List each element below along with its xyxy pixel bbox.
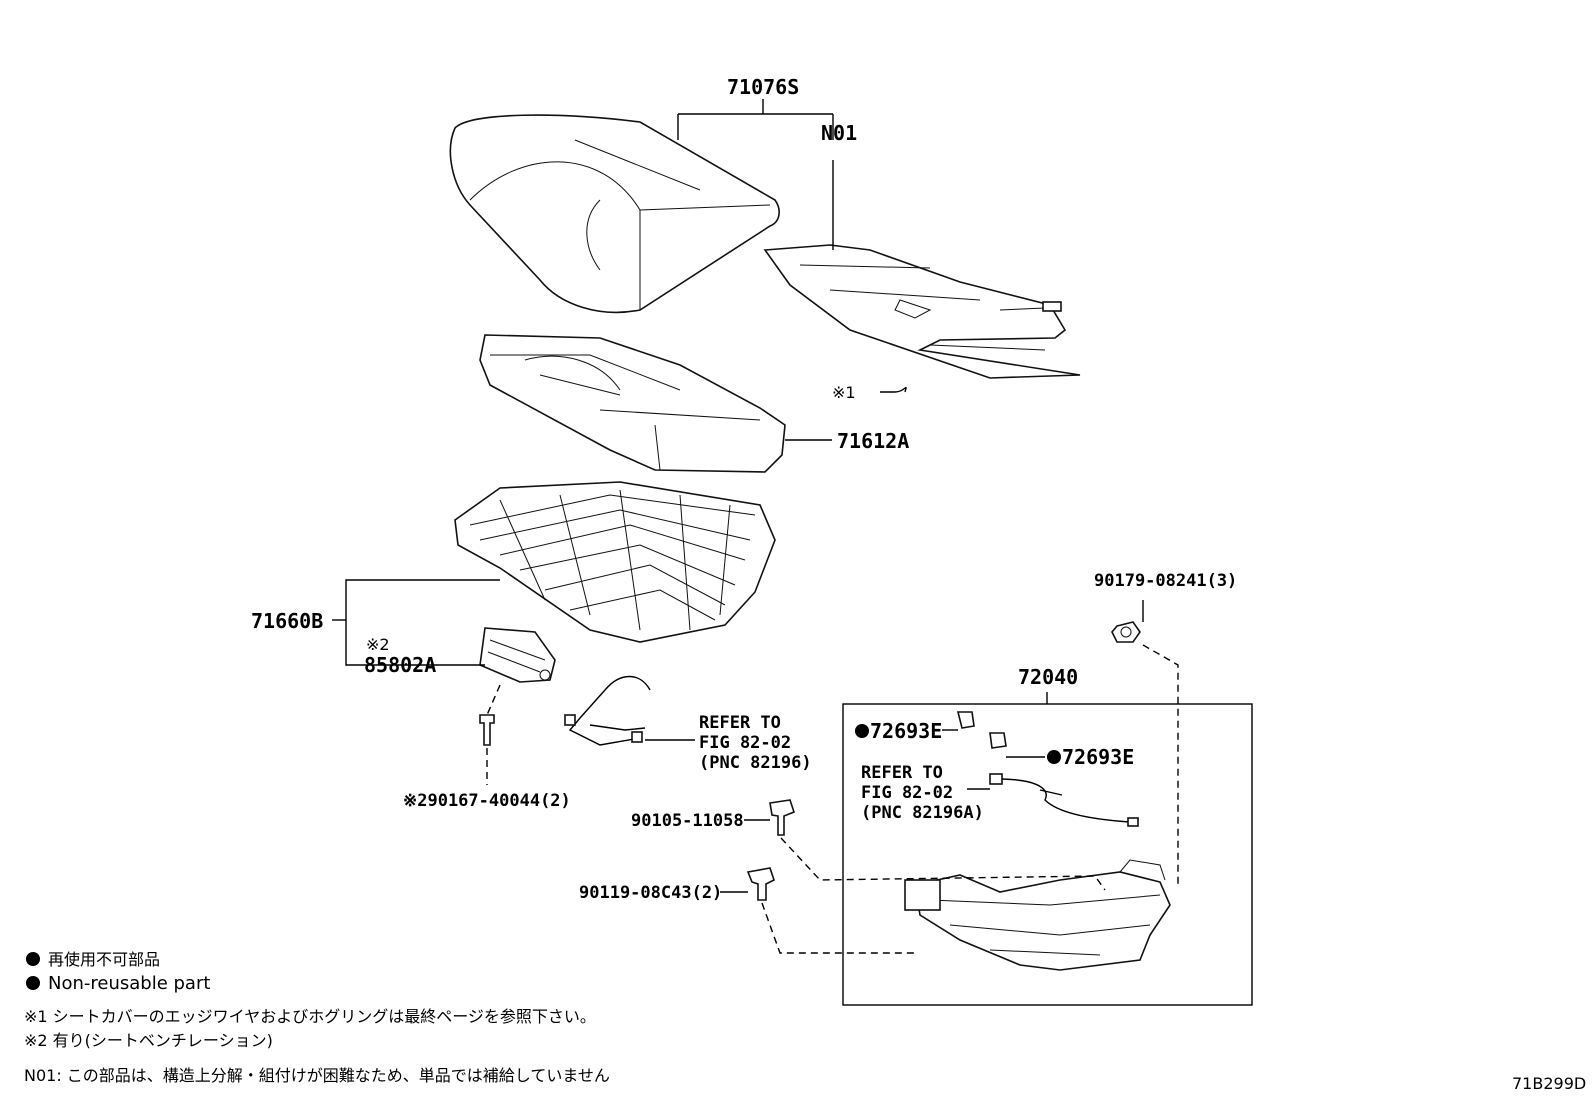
legend: 再使用不可部品 Non-reusable part ※1 シートカバーのエッジワ…	[24, 950, 610, 1085]
label-71660B: 71660B	[251, 609, 323, 633]
clip-72693E-b-illustration	[989, 732, 1007, 749]
label-90105-11058: 90105-11058	[631, 811, 744, 831]
cushion-spring-frame-illustration	[454, 481, 776, 643]
label-N01: N01	[821, 121, 857, 145]
non-reusable-dot-a	[855, 724, 869, 738]
assembly-72040-box	[842, 703, 1253, 1006]
label-90167-40044: ※290167-40044(2)	[403, 791, 571, 811]
refer1-line2: FIG 82-02	[699, 733, 791, 753]
legend-note2: ※2 有り(シートベンチレーション)	[24, 1031, 273, 1050]
refer1-line3: (PNC 82196)	[699, 753, 812, 773]
nut-90179-illustration	[1111, 621, 1141, 643]
bolt-90105-illustration	[769, 799, 795, 836]
label-71076S: 71076S	[727, 75, 799, 99]
seat-cushion-cover-illustration	[449, 114, 780, 314]
seat-cushion-pad-illustration	[479, 334, 786, 473]
screw-90167-illustration	[479, 714, 495, 746]
legend-n01-note: N01: この部品は、構造上分解・組付けが困難なため、単品では補給していません	[24, 1066, 610, 1085]
label-90179-08241: 90179-08241(3)	[1094, 571, 1237, 591]
refer2-line1: REFER TO	[861, 763, 943, 783]
label-72693E-a: 72693E	[870, 719, 942, 743]
label-72040: 72040	[1018, 665, 1078, 689]
legend-bullet-2	[26, 976, 40, 990]
wire-harness-2-illustration	[989, 773, 1139, 827]
label-71612A: 71612A	[837, 429, 909, 453]
legend-bullet-jp: 再使用不可部品	[48, 950, 160, 969]
diagram-code: 71B299D	[1512, 1074, 1586, 1093]
label-72693E-b: 72693E	[1062, 745, 1134, 769]
label-85802A: 85802A	[364, 653, 436, 677]
refer1-line1: REFER TO	[699, 713, 781, 733]
label-note2-mark: ※2	[366, 635, 390, 654]
seat-heater-element-illustration	[763, 244, 1081, 379]
bolt-90119-illustration	[746, 867, 775, 901]
non-reusable-dot-b	[1047, 750, 1061, 764]
refer2-line2: FIG 82-02	[861, 783, 953, 803]
refer2-line3: (PNC 82196A)	[861, 803, 984, 823]
legend-bullet-en: Non-reusable part	[48, 973, 210, 994]
leader-lines	[332, 99, 1179, 954]
legend-note1: ※1 シートカバーのエッジワイヤおよびホグリングは最終ページを参照下さい。	[24, 1007, 596, 1026]
wire-harness-illustration	[564, 675, 651, 746]
seat-adjuster-illustration	[904, 859, 1171, 971]
clip-72693E-a-illustration	[956, 711, 975, 729]
seat-ventilation-blower-illustration	[479, 627, 556, 683]
legend-bullet-1	[26, 952, 40, 966]
label-90119-08C43: 90119-08C43(2)	[579, 883, 722, 903]
label-note1-mark: ※1	[832, 383, 856, 402]
